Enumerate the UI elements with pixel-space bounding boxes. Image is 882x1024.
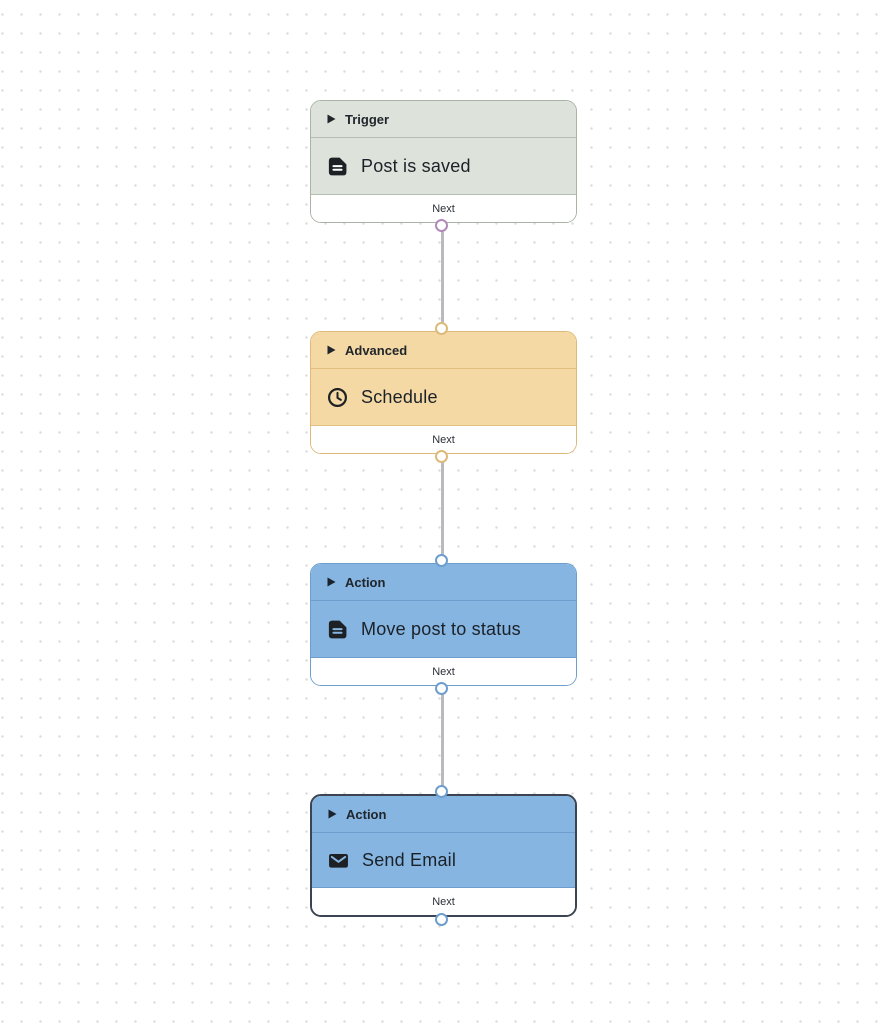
next-handle-label: Next: [432, 202, 455, 215]
edge-connector[interactable]: [441, 223, 444, 332]
node-footer: Next: [311, 658, 576, 685]
node-kind-label: Trigger: [345, 111, 390, 127]
play-icon: [327, 114, 336, 124]
node-title: Schedule: [361, 386, 438, 407]
node-surface: Action Move post to status Next: [310, 563, 577, 686]
node-action-send-email[interactable]: Action Send Email Next: [310, 785, 577, 926]
input-port[interactable]: [434, 554, 448, 567]
node-body[interactable]: Send Email: [312, 833, 575, 888]
next-handle-label: Next: [432, 433, 455, 446]
node-kind-label: Advanced: [345, 342, 408, 358]
output-port[interactable]: [434, 219, 448, 232]
next-handle-label: Next: [432, 895, 455, 908]
output-port[interactable]: [434, 450, 448, 463]
node-footer: Next: [311, 195, 576, 222]
edge-connector[interactable]: [441, 686, 444, 795]
mail-icon: [328, 850, 349, 871]
node-title: Send Email: [362, 849, 457, 870]
clock-icon: [327, 387, 348, 408]
play-icon: [328, 809, 337, 819]
output-port[interactable]: [434, 682, 448, 695]
node-surface: Advanced Schedule Next: [310, 331, 577, 454]
node-body[interactable]: Schedule: [311, 369, 576, 426]
play-icon: [327, 577, 336, 587]
document-icon: [327, 156, 348, 177]
edge-connector[interactable]: [441, 454, 444, 564]
node-header[interactable]: Action: [312, 796, 575, 833]
node-header[interactable]: Trigger: [311, 101, 576, 138]
next-handle-label: Next: [432, 665, 455, 678]
document-icon: [327, 619, 348, 640]
node-header[interactable]: Action: [311, 564, 576, 601]
node-surface: Action Send Email Next: [310, 794, 577, 917]
node-body[interactable]: Move post to status: [311, 601, 576, 658]
node-title: Move post to status: [361, 618, 521, 639]
node-kind-label: Action: [345, 574, 386, 590]
node-body[interactable]: Post is saved: [311, 138, 576, 195]
play-icon: [327, 345, 336, 355]
node-surface: Trigger Post is saved Next: [310, 100, 577, 223]
node-footer: Next: [312, 888, 575, 915]
output-port[interactable]: [434, 913, 448, 926]
node-action-move-post-to-status[interactable]: Action Move post to status Next: [310, 554, 577, 695]
node-trigger-post-is-saved[interactable]: Trigger Post is saved Next: [310, 100, 577, 232]
input-port[interactable]: [434, 322, 448, 335]
node-footer: Next: [311, 426, 576, 453]
node-advanced-schedule[interactable]: Advanced Schedule Next: [310, 322, 577, 463]
node-header[interactable]: Advanced: [311, 332, 576, 369]
node-title: Post is saved: [361, 155, 471, 176]
input-port[interactable]: [434, 785, 448, 798]
node-kind-label: Action: [346, 806, 387, 822]
